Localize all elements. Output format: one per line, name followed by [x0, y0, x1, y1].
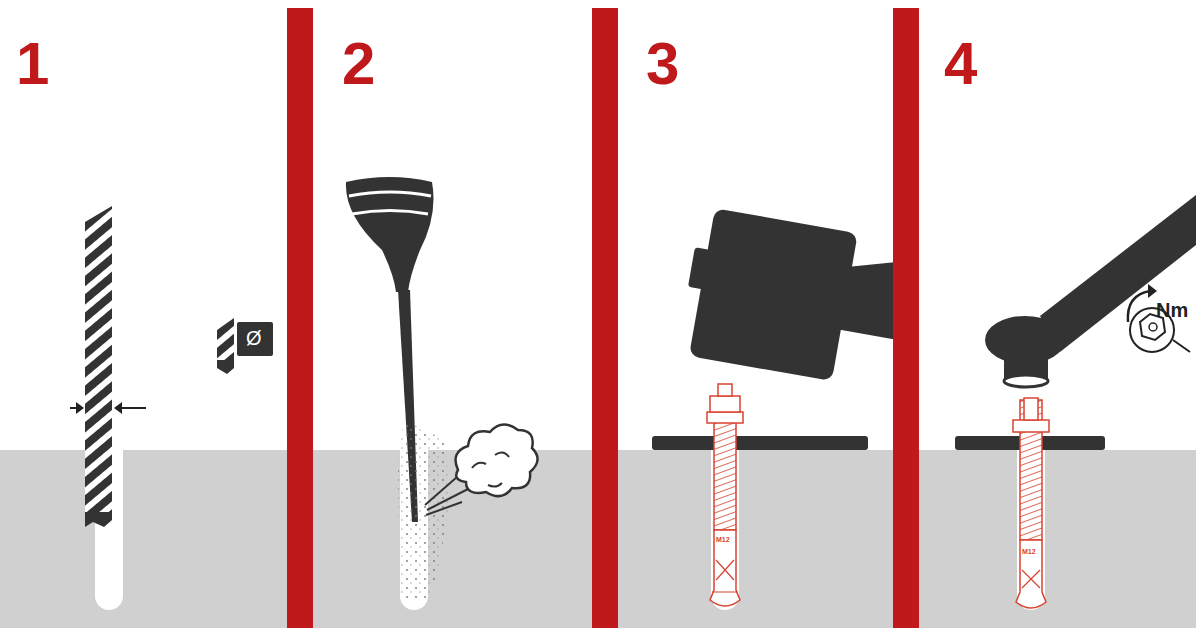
step-number: 2 — [342, 34, 375, 94]
base-plate — [652, 436, 868, 450]
diameter-arrows — [70, 402, 146, 414]
anchor-size: M12 — [716, 536, 730, 543]
divider-bar — [592, 8, 618, 628]
divider-bar — [287, 8, 313, 628]
torque-unit: Nm — [1156, 300, 1188, 320]
step-number: 1 — [16, 34, 49, 94]
anchor-bolt — [707, 384, 743, 606]
drill-bit — [85, 206, 112, 527]
hammer — [676, 206, 912, 391]
divider-bar — [893, 8, 919, 628]
step-number: 3 — [646, 34, 679, 94]
diameter-icon — [217, 318, 273, 374]
step-number: 4 — [944, 34, 977, 94]
anchor-size: M12 — [1022, 548, 1036, 555]
torque-icon — [1128, 284, 1190, 352]
diameter-symbol: Ø — [246, 328, 262, 348]
anchor-bolt — [1013, 398, 1049, 608]
torque-wrench — [985, 195, 1196, 387]
dust — [398, 420, 538, 600]
